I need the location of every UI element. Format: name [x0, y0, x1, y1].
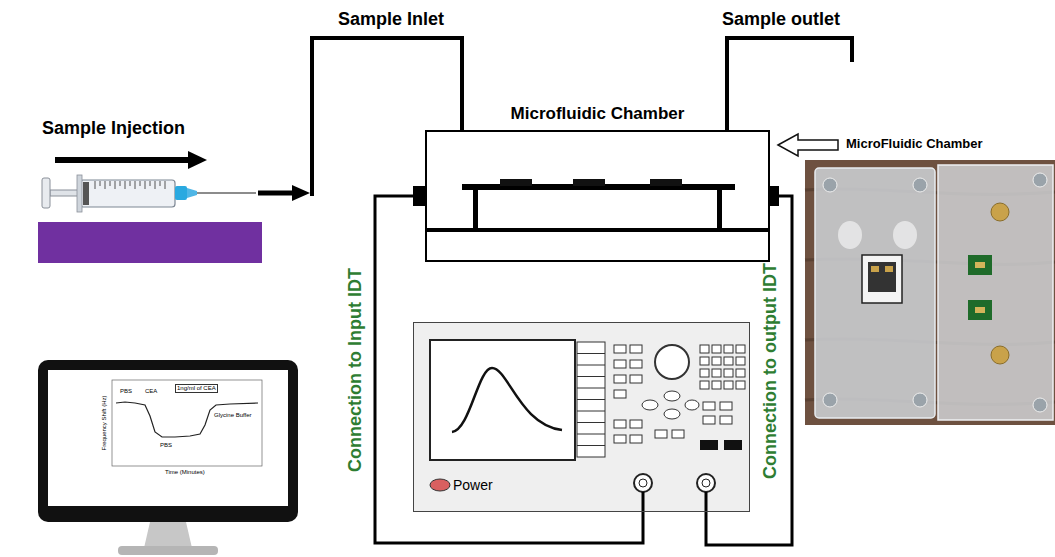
axis-title: Frequency Shift (Hz) — [101, 395, 108, 450]
network-analyzer-drawing — [413, 322, 750, 512]
pointer-arrow — [778, 134, 838, 156]
inlet-pipe — [258, 38, 462, 201]
chart-title: 1ng/ml of CEA — [175, 384, 218, 393]
photo-label: MicroFluidic Chamber — [846, 137, 983, 152]
chart-annotation: Glycine Buffer — [214, 412, 252, 419]
port-label: Sample Inlet — [338, 9, 444, 30]
chamber-photo — [805, 160, 1055, 425]
chamber-box: Microfluidic Chamber — [425, 130, 770, 262]
wire-connector — [706, 196, 792, 545]
axis-title: Time (Minutes) — [165, 469, 205, 476]
power-label: Power — [453, 477, 493, 493]
connection-label: Connection to output IDT — [761, 263, 781, 479]
chamber-title: Microfluidic Chamber — [511, 104, 685, 124]
chart-annotation: CEA — [145, 388, 157, 395]
chart-annotation: PBS — [160, 442, 172, 449]
network-analyzer: Power — [413, 322, 750, 512]
syringe-symbol — [42, 175, 256, 212]
chart-annotation: PBS — [120, 388, 132, 395]
heading-label: Sample Injection — [42, 118, 185, 139]
injection-arrow — [55, 151, 207, 169]
port-label: Sample outlet — [722, 9, 840, 30]
outlet-pipe — [727, 38, 852, 130]
sensor-assembly — [413, 179, 779, 232]
connection-label: Connection to Input IDT — [346, 268, 366, 472]
wire-connector — [375, 196, 643, 543]
monitor-drawing — [38, 360, 298, 555]
bench-bar — [38, 222, 262, 263]
